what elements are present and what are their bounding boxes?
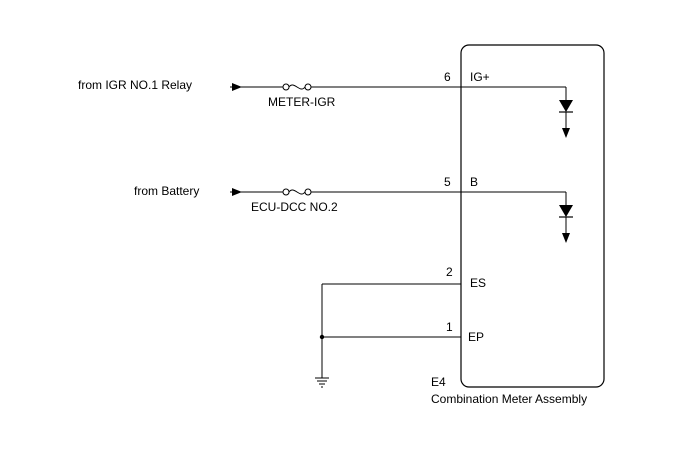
meter-igr-fuse-icon: [282, 83, 312, 91]
pin-igplus-name: IG+: [470, 70, 490, 84]
component-name: Combination Meter Assembly: [431, 392, 587, 406]
pin-ep-name: EP: [468, 330, 484, 344]
pin-1-number: 1: [446, 320, 453, 334]
ground-icon: [315, 377, 329, 388]
pin-2-number: 2: [446, 265, 453, 279]
battery-source-label: from Battery: [134, 184, 199, 198]
ecu-dcc-fuse-icon: [282, 188, 312, 196]
igr-source-label: from IGR NO.1 Relay: [78, 78, 192, 92]
pin-6-number: 6: [444, 70, 451, 84]
pin-5-number: 5: [444, 175, 451, 189]
ground-junction-dot: [319, 334, 325, 340]
connector-code: E4: [431, 375, 446, 389]
pin-es-name: ES: [470, 276, 486, 290]
meter-igr-fuse-label: METER-IGR: [268, 95, 336, 109]
pin-b-name: B: [470, 175, 478, 189]
ecu-dcc-fuse-label: ECU-DCC NO.2: [251, 200, 338, 214]
